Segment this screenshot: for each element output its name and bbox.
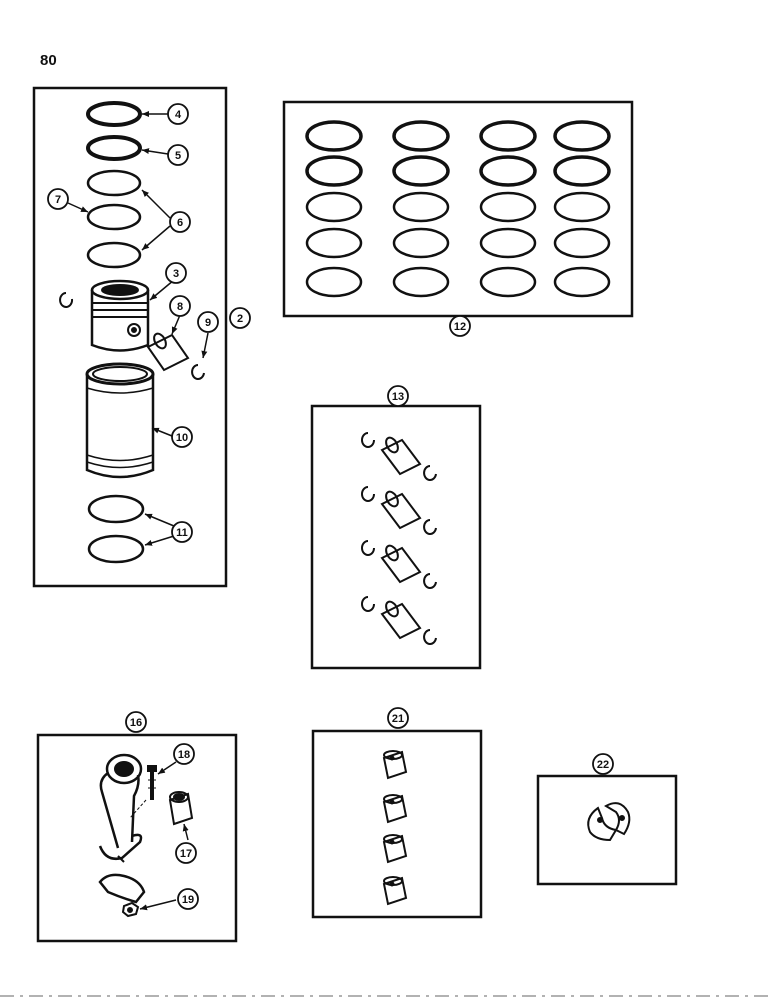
- callout-8: 8: [169, 295, 191, 317]
- svg-text:13: 13: [392, 391, 404, 403]
- o-ring-11b: [87, 534, 145, 564]
- bushing: [382, 794, 408, 824]
- callout-11: 11: [171, 521, 193, 543]
- piston-ring-6a: [86, 169, 142, 197]
- rod-bushing-17: [168, 791, 194, 826]
- piston-pin-8: [146, 332, 190, 372]
- bushing: [382, 834, 408, 864]
- page-number: 80: [40, 52, 57, 69]
- callout-6: 6: [169, 211, 191, 233]
- svg-text:11: 11: [176, 527, 188, 539]
- o-ring-11a: [87, 494, 145, 524]
- pin-set: [361, 432, 437, 481]
- callout-13: 13: [387, 385, 409, 407]
- svg-text:5: 5: [175, 150, 181, 162]
- callout-7: 7: [47, 188, 69, 210]
- rod-nut-19: [121, 901, 140, 918]
- bushing: [382, 876, 408, 906]
- svg-text:7: 7: [55, 194, 61, 206]
- rod-bolt-18: [147, 765, 157, 800]
- callout-16: 16: [125, 711, 147, 733]
- callout-9: 9: [197, 311, 219, 333]
- snap-ring-left: [59, 292, 74, 308]
- callout-21: 21: [387, 707, 409, 729]
- svg-text:12: 12: [454, 321, 466, 333]
- callout-18: 18: [173, 743, 195, 765]
- piston-3: [90, 279, 150, 352]
- bearing-halves: [587, 802, 631, 842]
- kit-12-panel: [282, 100, 634, 318]
- piston-ring-5: [86, 135, 142, 161]
- kit-22-panel: [536, 774, 678, 886]
- snap-ring-9: [191, 364, 205, 380]
- callout-5: 5: [167, 144, 189, 166]
- piston-ring-4: [86, 101, 142, 127]
- pin-set: [361, 596, 437, 645]
- callout-4: 4: [167, 103, 189, 125]
- callout-12: 12: [449, 315, 471, 337]
- kit-2-panel: [32, 86, 228, 588]
- connecting-rod: [98, 753, 143, 863]
- svg-text:10: 10: [176, 432, 188, 444]
- svg-text:16: 16: [130, 717, 142, 729]
- piston-ring-7: [86, 203, 142, 231]
- callout-2: 2: [229, 307, 251, 329]
- pin-set: [361, 540, 437, 589]
- callout-22: 22: [592, 753, 614, 775]
- kit-21-panel: [311, 729, 483, 919]
- callout-10: 10: [171, 426, 193, 448]
- svg-text:22: 22: [597, 759, 609, 771]
- svg-text:2: 2: [237, 313, 243, 325]
- kit-16-panel: [36, 733, 238, 943]
- cylinder-sleeve-10: [85, 362, 155, 479]
- callout-3: 3: [165, 262, 187, 284]
- callout-17: 17: [175, 842, 197, 864]
- rod-cap: [98, 873, 146, 904]
- svg-text:17: 17: [180, 848, 192, 860]
- svg-text:19: 19: [182, 894, 194, 906]
- svg-text:8: 8: [177, 301, 183, 313]
- piston-ring-6b: [86, 241, 142, 269]
- callout-19: 19: [177, 888, 199, 910]
- kit-13-panel: [310, 404, 482, 670]
- bushing: [382, 750, 408, 780]
- pin-set: [361, 486, 437, 535]
- svg-text:6: 6: [177, 217, 183, 229]
- svg-text:9: 9: [205, 317, 211, 329]
- svg-text:18: 18: [178, 749, 190, 761]
- svg-text:4: 4: [175, 109, 182, 121]
- svg-text:3: 3: [173, 268, 179, 280]
- svg-text:21: 21: [392, 713, 404, 725]
